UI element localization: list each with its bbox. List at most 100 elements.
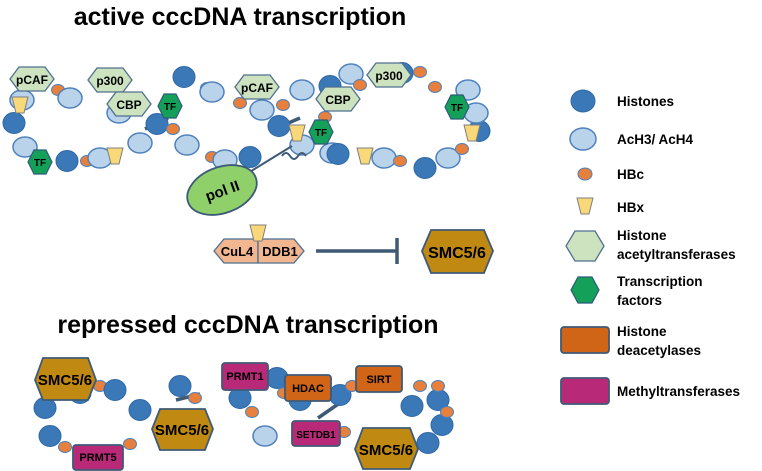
- cul4-ddb1-complex: CuL4 DDB1: [213, 224, 305, 264]
- legend-hdac-label-2: deacetylases: [617, 343, 701, 358]
- histone: [413, 157, 437, 179]
- legend-hdac-label-1: Histone: [617, 324, 667, 339]
- repressed-transcription-title: repressed cccDNA transcription: [57, 311, 438, 339]
- hbc: [440, 406, 454, 418]
- hdac-box: HDAC: [284, 374, 332, 402]
- acetylated-histone: [199, 81, 225, 103]
- legend-transcription-factors: Transcription factors: [570, 274, 703, 308]
- prmt1-box: PRMT1: [221, 362, 269, 391]
- legend-hbc: HBc: [577, 167, 644, 182]
- legend-acetylated-histones: AcH3/ AcH4: [569, 127, 694, 151]
- acetylated-histone: [249, 99, 275, 121]
- smc5-6-complex: SMC5/6: [421, 229, 494, 274]
- cbp-label: CBP: [325, 93, 350, 107]
- cbp-label: CBP: [116, 98, 141, 112]
- legend-histones: Histones: [570, 89, 674, 113]
- hbc: [455, 143, 469, 155]
- legend-hat-label-1: Histone: [617, 228, 667, 243]
- pcaf-label: pCAF: [16, 73, 48, 87]
- legend-hat-label-2: acetyltransferases: [617, 247, 736, 262]
- legend-tf-label-2: factors: [617, 293, 662, 308]
- legend-histones-label: Histones: [617, 94, 674, 109]
- histone: [128, 399, 152, 421]
- legend-tf-label-1: Transcription: [617, 274, 703, 289]
- pcaf-label: pCAF: [241, 81, 273, 95]
- transcription-factor: TF: [308, 119, 334, 145]
- smc5-6-complex: SMC5/6: [34, 357, 97, 401]
- hbc: [413, 66, 427, 78]
- legend: Histones AcH3/ AcH4 HBc HBx Histone acet…: [560, 89, 740, 405]
- hbc: [431, 380, 445, 392]
- smc5-6-complex: SMC5/6: [151, 408, 214, 451]
- hbc: [393, 155, 407, 167]
- active-transcription-title: active cccDNA transcription: [74, 3, 407, 31]
- histone: [103, 379, 127, 401]
- repressed-cccdna-chain: SMC5/6 SMC5/6 SMC5/6 PRMT1 PRMT5 HDAC SI…: [33, 357, 454, 471]
- legend-histone-deacetylases: Histone deacetylases: [560, 324, 701, 358]
- transcription-factor: TF: [27, 149, 53, 175]
- histone: [172, 66, 196, 88]
- tf-label: TF: [164, 102, 176, 113]
- sirt-label: SIRT: [366, 374, 391, 386]
- hbc: [58, 441, 72, 453]
- p300-complex: p300: [87, 67, 133, 93]
- legend-hbx: HBx: [576, 197, 644, 215]
- acetylated-histone: [289, 79, 315, 101]
- histone: [168, 375, 192, 397]
- hbc: [123, 438, 137, 450]
- cul4-label: CuL4: [221, 244, 254, 259]
- hbx: [356, 147, 374, 165]
- hbc: [245, 406, 259, 418]
- histone: [38, 425, 62, 447]
- smc5-6-label: SMC5/6: [155, 422, 209, 439]
- hbc: [276, 99, 290, 111]
- acetylated-histone: [127, 132, 153, 154]
- tf-label: TF: [34, 158, 46, 169]
- transcription-factor: TF: [444, 94, 470, 120]
- histone: [416, 432, 440, 454]
- histone: [55, 150, 79, 172]
- hbc: [413, 380, 427, 392]
- histone: [267, 115, 291, 137]
- histone: [326, 143, 350, 165]
- smc5-6-complex: SMC5/6: [354, 427, 419, 470]
- histone: [430, 414, 454, 436]
- hbc: [353, 79, 367, 91]
- inhibition-arrow: [316, 238, 399, 264]
- legend-hbc-label: HBc: [617, 167, 644, 182]
- legend-meth-label: Methyltransferases: [617, 384, 740, 399]
- tf-label: TF: [315, 128, 327, 139]
- pcaf-complex: pCAF: [9, 66, 55, 92]
- p300-label: p300: [375, 69, 403, 83]
- hdac-label: HDAC: [292, 383, 324, 395]
- smc5-6-label: SMC5/6: [359, 442, 413, 459]
- acetylated-histone: [174, 134, 200, 156]
- hbx: [11, 96, 29, 114]
- legend-histone-acetyltransferases: Histone acetyltransferases: [565, 228, 736, 262]
- histone: [400, 395, 424, 417]
- prmt5-box: PRMT5: [72, 444, 124, 471]
- p300-label: p300: [96, 74, 124, 88]
- setdb1-box: SETDB1: [291, 420, 341, 447]
- legend-hbx-label: HBx: [617, 200, 644, 215]
- pcaf-complex: pCAF: [234, 74, 280, 100]
- acetylated-histone: [252, 425, 278, 447]
- cbp-complex: CBP: [106, 91, 152, 117]
- tf-label: TF: [451, 103, 463, 114]
- acetylated-histone: [371, 147, 397, 169]
- smc5-6-label: SMC5/6: [428, 245, 486, 262]
- smc5-6-label: SMC5/6: [38, 372, 92, 389]
- hbc: [428, 81, 442, 93]
- sirt-box: SIRT: [355, 365, 403, 393]
- cbp-complex: CBP: [315, 86, 361, 112]
- setdb1-label: SETDB1: [296, 430, 336, 441]
- histone: [2, 112, 26, 134]
- legend-methyltransferases: Methyltransferases: [560, 377, 740, 405]
- p300-complex: p300: [366, 62, 412, 88]
- prmt1-label: PRMT1: [226, 371, 263, 383]
- hbc: [166, 123, 180, 135]
- acetylated-histone: [57, 87, 83, 109]
- active-cccdna-chain: pCAF p300 CBP pCAF CBP p300 TF TF: [2, 62, 491, 216]
- legend-ach-label: AcH3/ AcH4: [617, 132, 694, 147]
